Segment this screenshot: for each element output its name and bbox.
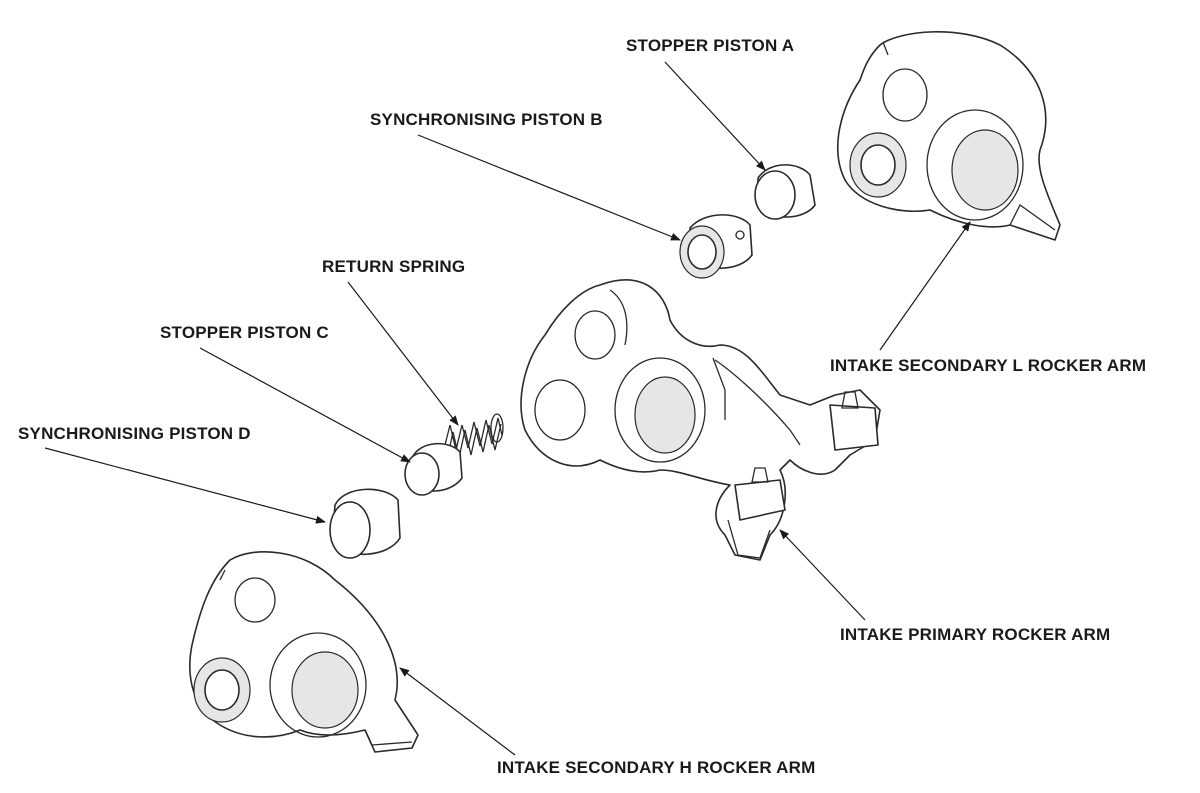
label-return-spring: RETURN SPRING (322, 257, 466, 276)
return-spring (444, 413, 504, 461)
leader-return-spring (347, 281, 459, 426)
leader-intake-secondary-l (879, 221, 971, 351)
leader-intake-secondary-h (399, 667, 516, 756)
intake-secondary-l-rocker-arm (837, 31, 1061, 241)
leader-intake-primary (779, 529, 866, 621)
leader-stopper-piston-c (199, 347, 411, 463)
label-stopper-piston-a: STOPPER PISTON A (626, 36, 795, 55)
label-intake-secondary-h-rocker-arm: INTAKE SECONDARY H ROCKER ARM (497, 758, 816, 777)
stopper-piston-a (754, 164, 816, 220)
leader-synchronising-piston-b (417, 134, 681, 241)
synchronising-piston-d (329, 488, 401, 559)
label-intake-primary-rocker-arm: INTAKE PRIMARY ROCKER ARM (840, 625, 1111, 644)
intake-primary-rocker-arm (520, 279, 881, 561)
label-stopper-piston-c: STOPPER PISTON C (160, 323, 329, 342)
leader-stopper-piston-a (664, 61, 766, 171)
label-synchronising-piston-b: SYNCHRONISING PISTON B (370, 110, 603, 129)
synchronising-piston-b (679, 214, 753, 279)
label-synchronising-piston-d: SYNCHRONISING PISTON D (18, 424, 251, 443)
leader-synchronising-piston-d (44, 447, 326, 524)
intake-secondary-h-rocker-arm (189, 551, 419, 753)
label-intake-secondary-l-rocker-arm: INTAKE SECONDARY L ROCKER ARM (830, 356, 1147, 375)
stopper-piston-c (404, 442, 463, 496)
